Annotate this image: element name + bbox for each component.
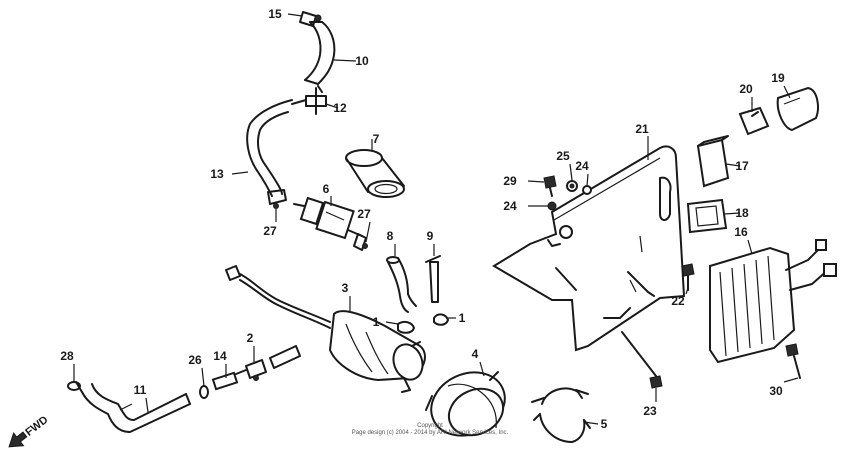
callout-13[interactable]: 13 bbox=[210, 167, 224, 181]
fwd-label: FWD bbox=[23, 414, 50, 439]
fuel-filter-6[interactable] bbox=[293, 196, 363, 240]
callout-9[interactable]: 9 bbox=[427, 229, 434, 243]
callout-18[interactable]: 18 bbox=[735, 206, 749, 220]
joint-2[interactable] bbox=[245, 345, 301, 381]
clip-28[interactable] bbox=[67, 381, 83, 393]
callout-19[interactable]: 19 bbox=[771, 71, 785, 85]
callout-15[interactable]: 15 bbox=[268, 7, 282, 21]
callout-16[interactable]: 16 bbox=[734, 225, 748, 239]
callout-21[interactable]: 21 bbox=[635, 122, 649, 136]
callout-28[interactable]: 28 bbox=[60, 349, 74, 363]
callout-12[interactable]: 12 bbox=[333, 101, 347, 115]
clamp-15[interactable] bbox=[299, 11, 322, 27]
connector-19[interactable] bbox=[776, 86, 819, 132]
relay-17[interactable] bbox=[696, 135, 730, 188]
hose-8[interactable] bbox=[386, 256, 417, 313]
callout-24b[interactable]: 24 bbox=[503, 199, 517, 213]
callout-27a[interactable]: 27 bbox=[263, 224, 277, 238]
clamp-27-right[interactable] bbox=[353, 233, 368, 251]
callout-2[interactable]: 2 bbox=[247, 331, 254, 345]
callout-11[interactable]: 11 bbox=[134, 383, 147, 397]
callout-20[interactable]: 20 bbox=[739, 82, 753, 96]
callout-26[interactable]: 26 bbox=[188, 353, 202, 367]
bolt-30[interactable] bbox=[785, 343, 801, 379]
nut-24-upper[interactable] bbox=[582, 185, 592, 195]
grommet-25[interactable] bbox=[566, 180, 578, 192]
callout-23[interactable]: 23 bbox=[643, 404, 657, 418]
copyright-line-2: Page design (c) 2004 - 2014 by ARI Netwo… bbox=[351, 430, 509, 436]
callout-7[interactable]: 7 bbox=[373, 132, 380, 146]
callout-5[interactable]: 5 bbox=[601, 417, 608, 431]
relay-20[interactable] bbox=[738, 106, 770, 136]
callout-22[interactable]: 22 bbox=[671, 294, 685, 308]
callout-17[interactable]: 17 bbox=[735, 159, 749, 173]
fuel-line-11[interactable] bbox=[81, 383, 191, 433]
sleeve-7[interactable] bbox=[345, 149, 405, 198]
hose-13[interactable] bbox=[246, 99, 293, 197]
callout-24a[interactable]: 24 bbox=[575, 159, 589, 173]
callout-29[interactable]: 29 bbox=[503, 174, 517, 188]
nut-24-lower[interactable] bbox=[547, 201, 557, 211]
bolt-23[interactable] bbox=[621, 331, 663, 389]
clip-1-left[interactable] bbox=[397, 320, 415, 334]
callout-25[interactable]: 25 bbox=[556, 149, 570, 163]
hose-9[interactable] bbox=[425, 255, 441, 303]
clip-1-right[interactable] bbox=[433, 313, 449, 326]
callout-30[interactable]: 30 bbox=[769, 384, 783, 398]
bolt-29[interactable] bbox=[543, 175, 557, 197]
callout-6[interactable]: 6 bbox=[323, 182, 330, 196]
fitting-14[interactable] bbox=[211, 369, 247, 391]
callout-8[interactable]: 8 bbox=[387, 229, 394, 243]
forward-arrow: FWD bbox=[8, 414, 51, 448]
regulator-rectifier-16[interactable] bbox=[709, 239, 837, 364]
leader-lines bbox=[73, 13, 799, 425]
tee-fitting-12[interactable] bbox=[291, 85, 327, 115]
copyright-notice: Copyright Page design (c) 2004 - 2014 by… bbox=[300, 423, 560, 437]
callout-10[interactable]: 10 bbox=[355, 54, 369, 68]
bolt-22[interactable] bbox=[681, 263, 695, 291]
callout-14[interactable]: 14 bbox=[213, 349, 227, 363]
callout-27b[interactable]: 27 bbox=[357, 207, 371, 221]
copyright-line-1: Copyright bbox=[417, 423, 443, 429]
callout-3[interactable]: 3 bbox=[342, 281, 349, 295]
ring-26[interactable] bbox=[199, 385, 209, 399]
callout-4[interactable]: 4 bbox=[472, 347, 479, 361]
callout-1a[interactable]: 1 bbox=[373, 315, 380, 329]
fuel-pump-3[interactable] bbox=[225, 265, 427, 393]
mounting-plate-21[interactable] bbox=[492, 145, 686, 352]
callout-1b[interactable]: 1 bbox=[459, 311, 466, 325]
hose-10[interactable] bbox=[304, 21, 336, 85]
band-5[interactable] bbox=[531, 387, 591, 443]
pump-band-4[interactable] bbox=[421, 361, 515, 447]
rubber-mount-18[interactable] bbox=[686, 198, 728, 234]
